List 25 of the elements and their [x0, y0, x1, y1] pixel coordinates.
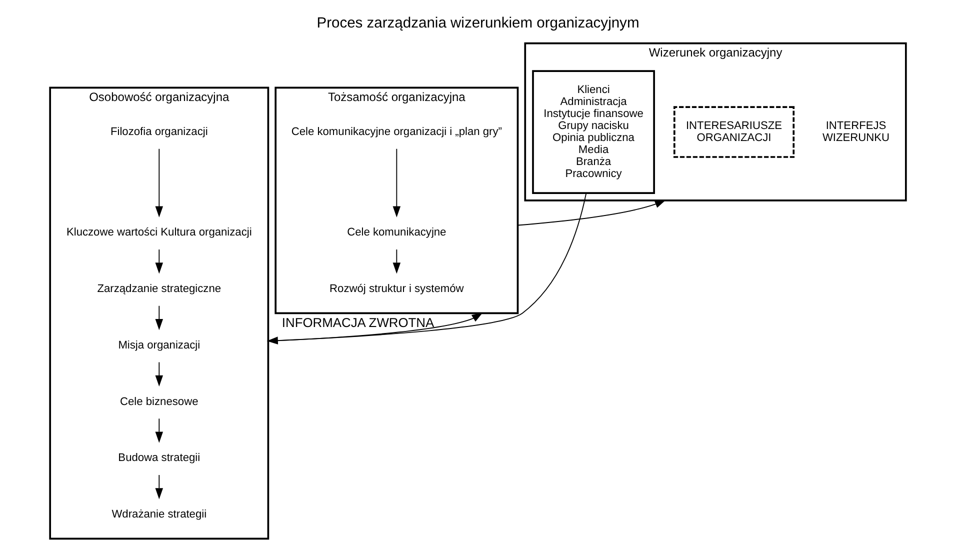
- node-box: INTERESARIUSZE ORGANIZACJI: [673, 106, 795, 158]
- node-text: Cele biznesowe: [120, 396, 198, 408]
- arrow: [155, 148, 164, 218]
- arrow: [155, 305, 164, 330]
- node-text: Cele komunikacyjne organizacji i „plan gry”: [291, 126, 502, 138]
- node-text: Zarządzanie strategiczne: [97, 283, 222, 296]
- node-box: Klienci Administracja Instytucje finansowe Grupy nacisku Opinia publiczna Media Branża Pracownicy: [532, 70, 655, 194]
- arrow: [266, 192, 587, 344]
- diagram-title: Proces zarządzania wizerunkiem organizacyjnym: [316, 15, 640, 32]
- node-text: INTERFEJS WIZERUNKU: [822, 120, 890, 144]
- node-text: Kluczowe wartości Kultura organizacji: [66, 226, 252, 239]
- arrow: [392, 148, 401, 218]
- node-text: Filozofia organizacji: [110, 126, 208, 138]
- node-text: Wdrażanie strategii: [112, 508, 207, 521]
- arrow: [155, 362, 164, 386]
- arrow: [155, 418, 164, 443]
- node-text: Misja organizacji: [118, 339, 200, 352]
- arrow: [392, 249, 401, 274]
- arrow: [155, 249, 164, 274]
- arrow: [155, 474, 164, 500]
- node-text: Budowa strategii: [118, 452, 200, 464]
- node-text: Rozwój struktur i systemów: [330, 283, 464, 296]
- edge-label: INFORMACJA ZWROTNA: [282, 314, 434, 330]
- node-text: Cele komunikacyjne: [347, 226, 446, 239]
- arrow: [517, 200, 666, 226]
